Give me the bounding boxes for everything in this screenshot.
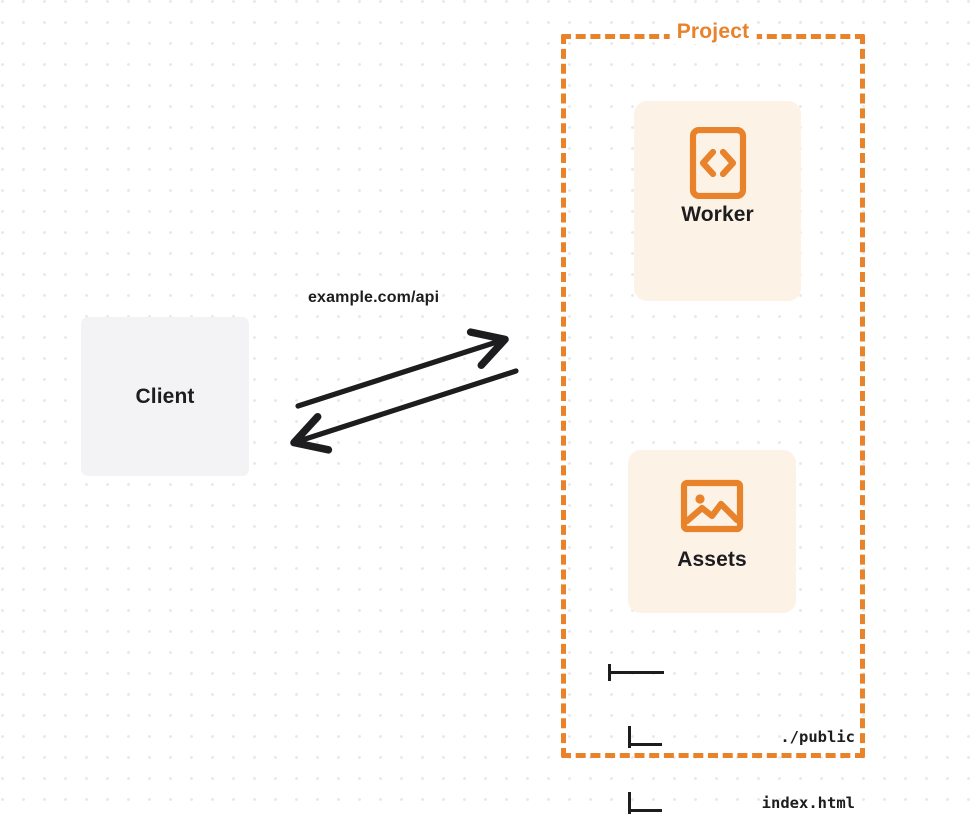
tree-connector-horizontal [628,743,662,746]
file-tree-row-item: index.html [607,726,857,812]
worker-card[interactable]: Worker [634,101,801,301]
code-brackets-icon [689,127,747,199]
tree-connector-horizontal [628,809,662,812]
assets-card[interactable]: Assets [628,450,796,613]
tree-connector-vertical [628,726,631,748]
file-tree-root-label: ./public [780,728,855,746]
request-url-label: example.com/api [308,289,440,306]
assets-file-tree: ./public index.html blog.html contact.ht… [607,616,857,818]
assets-card-label: Assets [677,548,747,571]
file-tree-row-item: blog.html [607,792,857,814]
image-picture-icon [680,474,744,538]
client-node[interactable]: Client [81,317,249,476]
response-arrow [290,368,519,454]
project-group: Project Worker Assets [561,20,865,814]
file-tree-item-label: index.html [761,794,855,812]
file-tree-row-root: ./public [607,660,857,746]
worker-card-label: Worker [681,203,754,226]
project-group-title: Project [669,20,757,44]
tree-connector-vertical [628,792,631,814]
tree-connector-horizontal [608,671,664,674]
client-node-label: Client [135,384,195,408]
request-arrow [295,328,509,409]
